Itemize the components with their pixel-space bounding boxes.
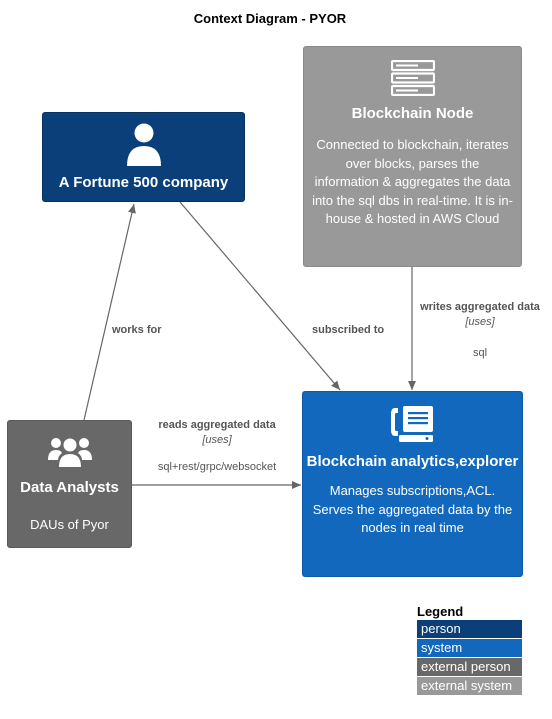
edge-label-reads-aggregated-data: reads aggregated data [uses] sql+rest/gr… — [144, 418, 290, 475]
diagram-title: Context Diagram - PYOR — [193, 11, 347, 26]
edge-label-subscribed-to: subscribed to — [312, 323, 384, 338]
writes-technology: sql — [472, 347, 488, 359]
blockchain-node-description: Connected to blockchain, iterates over b… — [312, 137, 513, 226]
writes-aggregated-data-label: writes aggregated data — [420, 301, 540, 313]
external-person-data-analysts[interactable]: Data Analysts DAUs of Pyor — [7, 420, 132, 548]
legend-title: Legend — [417, 604, 464, 619]
person-fortune-500-company[interactable]: A Fortune 500 company — [42, 112, 245, 202]
legend-item-person: person — [417, 620, 522, 639]
server-icon — [390, 60, 435, 96]
explorer-name: Blockchain analytics,explorer — [306, 453, 519, 470]
edge-label-works-for: works for — [112, 323, 162, 338]
people-icon — [47, 438, 92, 467]
system-blockchain-analytics-explorer[interactable]: Blockchain analytics,explorer Manages su… — [302, 391, 523, 577]
arrow-subscribed-to — [179, 201, 341, 391]
reads-technology: sql+rest/grpc/websocket — [157, 461, 277, 473]
arrow-works-for — [83, 203, 136, 421]
reads-tech-tag: [uses] — [202, 434, 232, 446]
blockchain-node-name: Blockchain Node — [351, 105, 474, 122]
edge-label-writes-aggregated-data: writes aggregated data [uses] sql — [414, 300, 546, 361]
service-desk-icon — [390, 406, 433, 442]
works-for-label: works for — [112, 324, 162, 336]
legend: Legend person system external person ext… — [417, 603, 522, 696]
person-icon — [126, 123, 161, 166]
subscribed-to-label: subscribed to — [312, 324, 385, 336]
writes-tech-tag: [uses] — [465, 316, 495, 328]
data-analysts-description: DAUs of Pyor — [30, 517, 109, 532]
external-system-blockchain-node[interactable]: Blockchain Node Connected to blockchain,… — [303, 46, 522, 267]
legend-item-system: system — [417, 639, 522, 658]
legend-item-external-person: external person — [417, 658, 522, 677]
fortune-company-name: A Fortune 500 company — [58, 174, 229, 191]
explorer-description: Manages subscriptions,ACL. Serves the ag… — [312, 483, 513, 535]
legend-item-external-system: external system — [417, 677, 522, 696]
data-analysts-name: Data Analysts — [20, 479, 119, 496]
reads-aggregated-data-label: reads aggregated data — [158, 419, 276, 431]
